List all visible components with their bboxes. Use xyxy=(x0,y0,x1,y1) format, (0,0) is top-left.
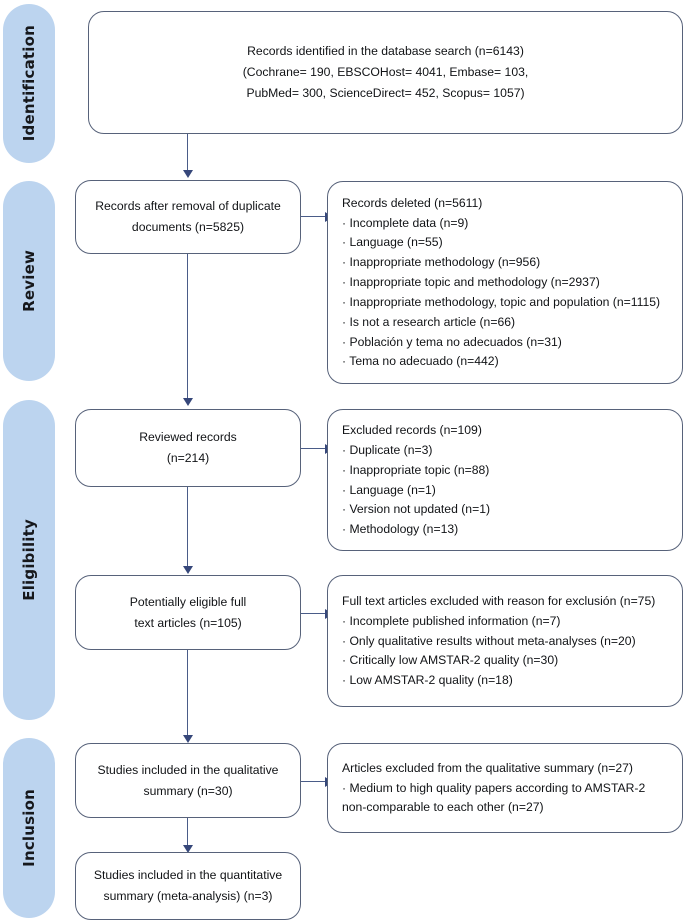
quantitative-summary-box: Studies included in the quantitative sum… xyxy=(75,852,301,920)
stage-label-inclusion: Inclusion xyxy=(20,789,38,867)
stage-label-eligibility: Eligibility xyxy=(20,519,38,601)
records-identified-line-3: PubMed= 300, ScienceDirect= 452, Scopus=… xyxy=(246,85,525,100)
records-deleted-item-4: · Inappropriate topic and methodology (n… xyxy=(342,275,600,290)
records-deleted-item-3: · Inappropriate methodology (n=956) xyxy=(342,255,541,270)
stage-pill-eligibility: Eligibility xyxy=(3,400,55,720)
fulltext-excluded-item-3: · Critically low AMSTAR-2 quality (n=30) xyxy=(342,653,559,668)
qualitative-excluded-item-1: · Medium to high quality papers accordin… xyxy=(342,780,646,795)
qualitative-excluded-heading: Articles excluded from the qualitative s… xyxy=(342,760,633,775)
connector-duplicates-to-deleted xyxy=(301,216,327,218)
connector-eligible-to-fulltext-excluded xyxy=(301,613,327,615)
connector-reviewed-to-eligible xyxy=(187,487,189,569)
fulltext-excluded-item-4: · Low AMSTAR-2 quality (n=18) xyxy=(342,673,513,688)
excluded-records-item-3: · Language (n=1) xyxy=(342,482,436,497)
records-deleted-box: Records deleted (n=5611) · Incomplete da… xyxy=(327,181,683,384)
records-identified-line-1: Records identified in the database searc… xyxy=(247,44,524,59)
arrow-eligible-to-qualitative xyxy=(183,735,193,743)
connector-qualitative-to-quantitative xyxy=(187,818,189,848)
records-deleted-item-5: · Inappropriate methodology, topic and p… xyxy=(342,294,661,309)
arrow-duplicates-to-reviewed xyxy=(183,398,193,406)
quantitative-summary-line-2: summary (meta-analysis) (n=3) xyxy=(103,889,273,903)
qualitative-summary-box: Studies included in the qualitative summ… xyxy=(75,743,301,818)
records-identified-line-2: (Cochrane= 190, EBSCOHost= 4041, Embase=… xyxy=(242,65,529,80)
excluded-records-item-5: · Methodology (n=13) xyxy=(342,522,459,537)
records-deleted-item-8: · Tema no adecuado (n=442) xyxy=(342,354,499,369)
arrow-qualitative-to-quantitative xyxy=(183,845,193,853)
fulltext-excluded-heading: Full text articles excluded with reason … xyxy=(342,593,656,608)
records-deleted-item-7: · Población y tema no adecuados (n=31) xyxy=(342,334,562,349)
potentially-eligible-box: Potentially eligible full text articles … xyxy=(75,575,301,650)
stage-pill-identification: Identification xyxy=(3,4,55,163)
excluded-records-item-2: · Inappropriate topic (n=88) xyxy=(342,462,490,477)
records-after-duplicates-box: Records after removal of duplicate docum… xyxy=(75,180,301,254)
potentially-eligible-line-2: text articles (n=105) xyxy=(134,615,242,630)
excluded-records-heading: Excluded records (n=109) xyxy=(342,423,482,438)
arrow-reviewed-to-eligible xyxy=(183,566,193,574)
stage-label-identification: Identification xyxy=(20,25,38,142)
records-deleted-heading: Records deleted (n=5611) xyxy=(342,195,483,210)
records-after-duplicates-line-1: Records after removal of duplicate xyxy=(95,199,281,214)
connector-identified-to-duplicates xyxy=(187,134,189,172)
qualitative-excluded-box: Articles excluded from the qualitative s… xyxy=(327,743,683,833)
stage-pill-inclusion: Inclusion xyxy=(3,738,55,918)
reviewed-records-line-2: (n=214) xyxy=(166,451,210,465)
connector-qualitative-to-excluded xyxy=(301,781,327,783)
fulltext-excluded-item-1: · Incomplete published information (n=7) xyxy=(342,613,561,628)
records-deleted-item-1: · Incomplete data (n=9) xyxy=(342,215,469,230)
stage-pill-review: Review xyxy=(3,181,55,381)
records-after-duplicates-line-2: documents (n=5825) xyxy=(131,220,245,234)
fulltext-excluded-item-2: · Only qualitative results without meta-… xyxy=(342,633,636,648)
qualitative-summary-line-2: summary (n=30) xyxy=(143,783,233,798)
arrow-identified-to-duplicates xyxy=(183,170,193,178)
stage-label-review: Review xyxy=(20,250,38,312)
connector-eligible-to-qualitative xyxy=(187,650,189,738)
connector-reviewed-to-excluded xyxy=(301,448,327,450)
records-deleted-item-6: · Is not a research article (n=66) xyxy=(342,314,516,329)
excluded-records-box: Excluded records (n=109) · Duplicate (n=… xyxy=(327,409,683,551)
qualitative-excluded-item-2: non-comparable to each other (n=27) xyxy=(342,800,544,815)
records-identified-box: Records identified in the database searc… xyxy=(88,11,683,134)
records-deleted-item-2: · Language (n=55) xyxy=(342,235,443,250)
quantitative-summary-line-1: Studies included in the quantitative xyxy=(93,868,283,883)
fulltext-excluded-box: Full text articles excluded with reason … xyxy=(327,575,683,707)
excluded-records-item-1: · Duplicate (n=3) xyxy=(342,442,433,457)
qualitative-summary-line-1: Studies included in the qualitative xyxy=(97,762,279,777)
reviewed-records-line-1: Reviewed records xyxy=(139,430,237,445)
potentially-eligible-line-1: Potentially eligible full xyxy=(129,594,247,609)
excluded-records-item-4: · Version not updated (n=1) xyxy=(342,502,491,517)
reviewed-records-box: Reviewed records (n=214) xyxy=(75,409,301,487)
connector-duplicates-to-reviewed xyxy=(187,254,189,400)
